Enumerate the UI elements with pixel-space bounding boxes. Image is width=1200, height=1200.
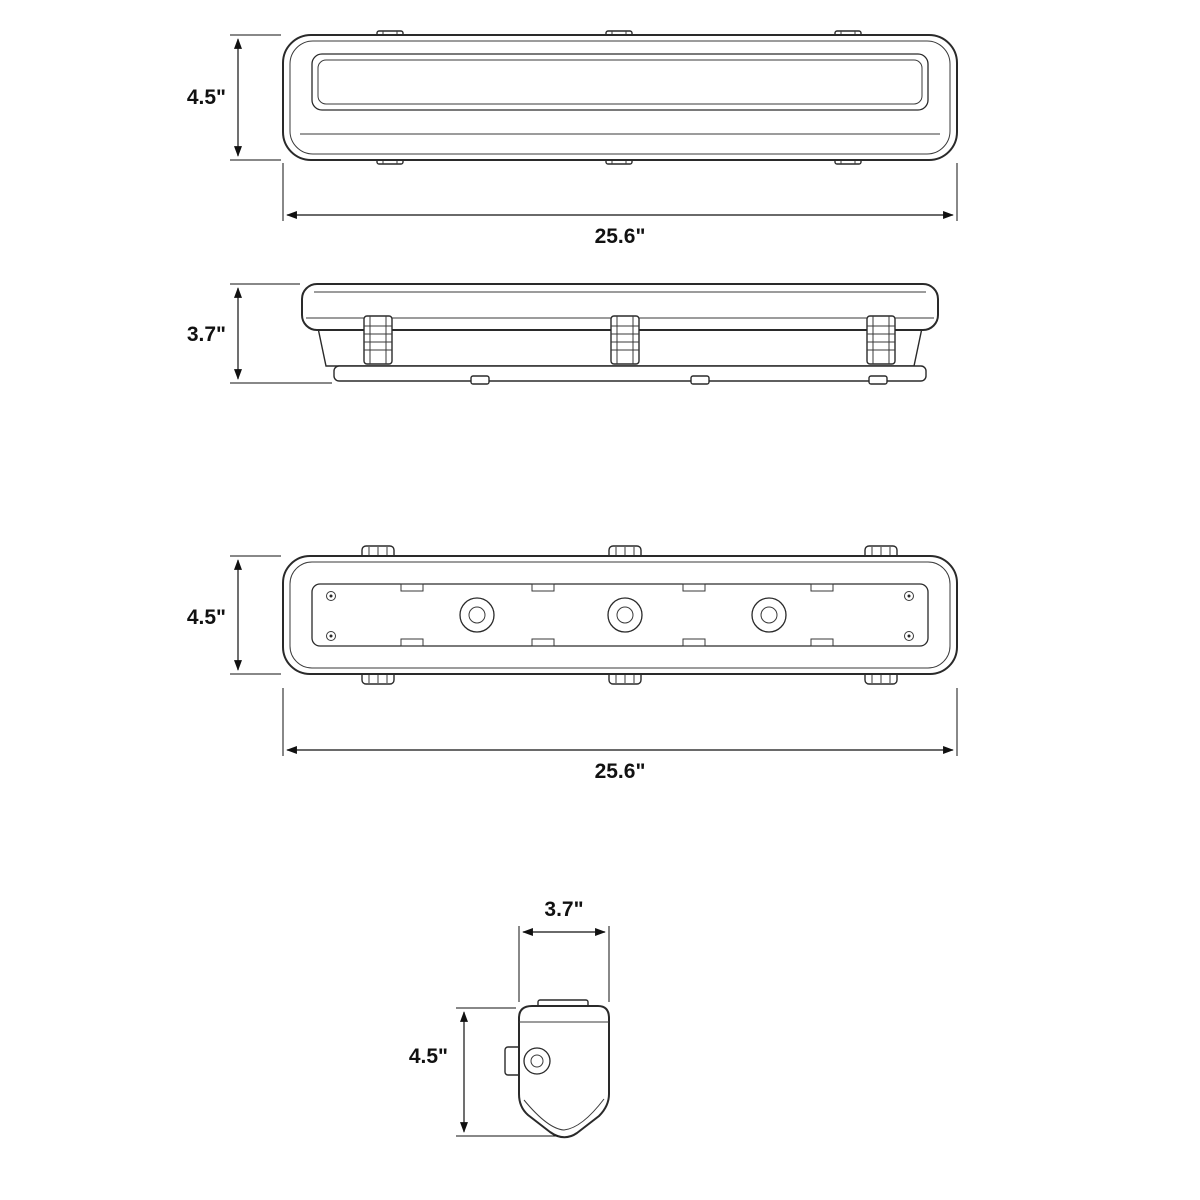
back-view-drawing xyxy=(282,545,958,685)
side-view-drawing xyxy=(301,283,939,385)
front-housing-inner xyxy=(289,40,951,155)
side-bottom-rail xyxy=(333,365,927,382)
end-width-dimension: 3.7" xyxy=(518,898,610,1002)
side-height-label: 3.7" xyxy=(187,323,226,346)
back-cable-gland-3 xyxy=(751,597,787,633)
back-width-label: 25.6" xyxy=(595,760,646,783)
back-tray-tabs xyxy=(400,583,834,647)
front-housing-outline xyxy=(282,34,958,161)
front-height-dimension: 4.5" xyxy=(187,34,281,161)
front-height-label: 4.5" xyxy=(187,86,226,109)
back-gear-tray xyxy=(311,583,929,647)
side-mounting-clip-2 xyxy=(610,315,640,365)
side-mounting-clip-1 xyxy=(363,315,393,365)
end-width-label: 3.7" xyxy=(544,898,583,921)
end-cable-gland xyxy=(523,1047,551,1075)
end-body-outline xyxy=(518,1005,610,1139)
end-height-dimension: 4.5" xyxy=(409,1007,558,1137)
front-lens xyxy=(311,53,929,111)
front-width-dimension: 25.6" xyxy=(282,163,958,248)
back-housing-inner xyxy=(289,561,951,669)
side-feet xyxy=(470,375,888,385)
back-corner-screws xyxy=(326,591,914,641)
end-view-drawing xyxy=(504,999,610,1139)
front-lens-inner xyxy=(317,59,923,105)
back-height-dimension: 4.5" xyxy=(187,555,281,675)
front-view-drawing xyxy=(282,30,958,165)
back-cable-gland-2 xyxy=(607,597,643,633)
end-height-label: 4.5" xyxy=(409,1045,448,1068)
back-height-label: 4.5" xyxy=(187,606,226,629)
front-width-label: 25.6" xyxy=(595,225,646,248)
end-bottom-inner xyxy=(523,1098,605,1131)
back-housing-outline xyxy=(282,555,958,675)
back-width-dimension: 25.6" xyxy=(282,688,958,783)
side-height-dimension: 3.7" xyxy=(187,283,332,384)
side-mounting-clip-3 xyxy=(866,315,896,365)
back-cable-gland-1 xyxy=(459,597,495,633)
